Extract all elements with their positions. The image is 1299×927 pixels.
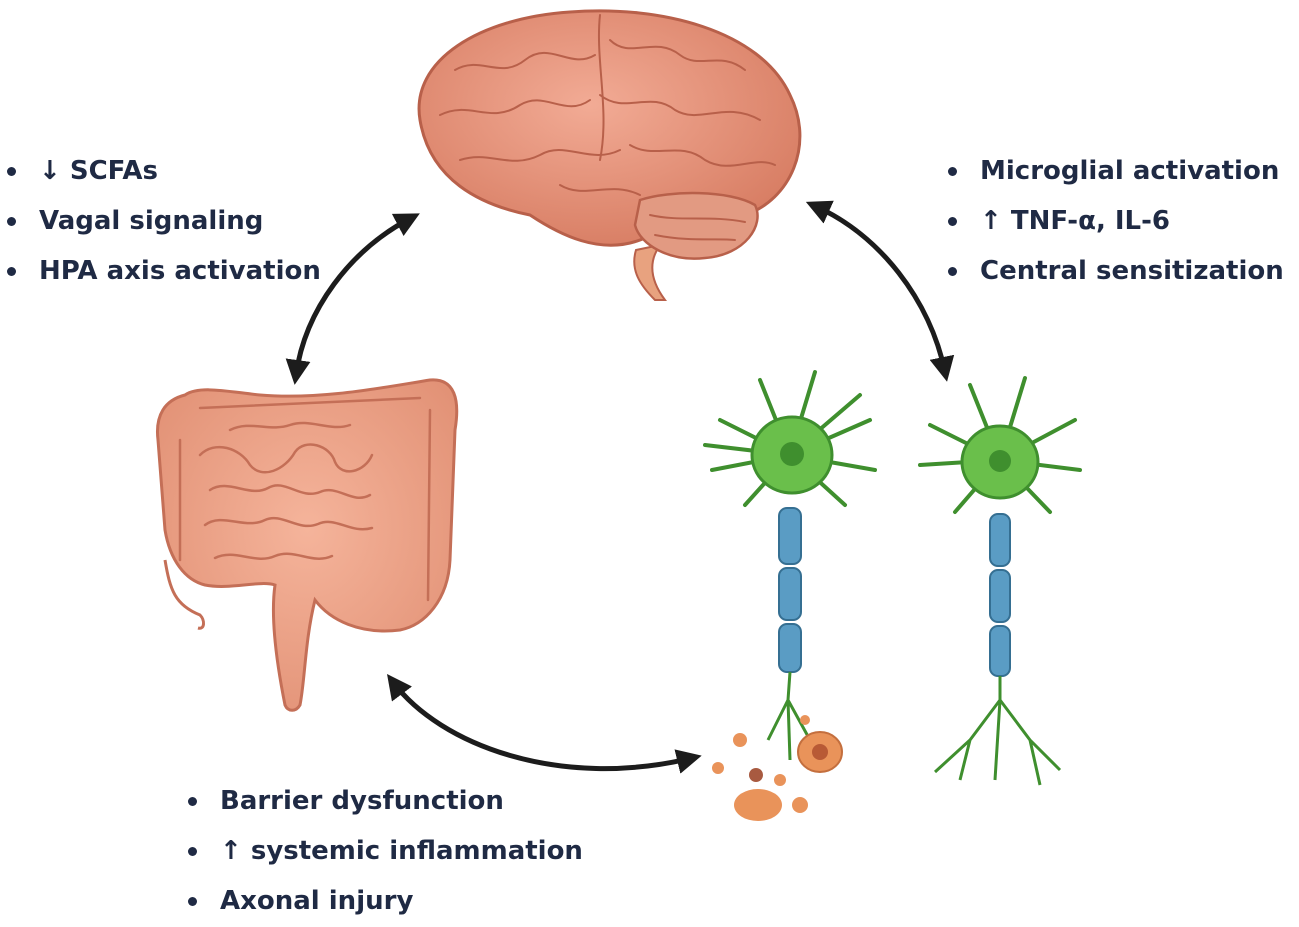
mechanism-item: Barrier dysfunction [186, 776, 583, 826]
mechanism-item: ↑ TNF-α, IL-6 [946, 196, 1284, 246]
nerve-to-gut-mechanism-list: Barrier dysfunction ↑ systemic inflammat… [186, 776, 583, 926]
gut-to-brain-mechanism-list: ↓ SCFAs Vagal signaling HPA axis activat… [5, 146, 321, 296]
brain-illustration [417, 9, 802, 301]
mechanism-item: ↑ systemic inflammation [186, 826, 583, 876]
intestine-illustration [155, 378, 459, 712]
mechanism-item: HPA axis activation [5, 246, 321, 296]
mechanism-item: Microglial activation [946, 146, 1284, 196]
brain-nerve-arrow [805, 200, 955, 382]
gut-brain-arrow [285, 213, 420, 385]
mechanism-item: ↓ SCFAs [5, 146, 321, 196]
mechanism-item: Vagal signaling [5, 196, 321, 246]
brain-to-nerve-mechanism-list: Microglial activation ↑ TNF-α, IL-6 Cent… [946, 146, 1284, 296]
mechanism-item: Axonal injury [186, 876, 583, 926]
mechanism-item: Central sensitization [946, 246, 1284, 296]
axon-debris [712, 715, 843, 821]
nerve-gut-arrow [387, 673, 702, 774]
healthy-neuron-illustration [918, 376, 1082, 786]
injured-neuron-illustration [703, 370, 877, 821]
